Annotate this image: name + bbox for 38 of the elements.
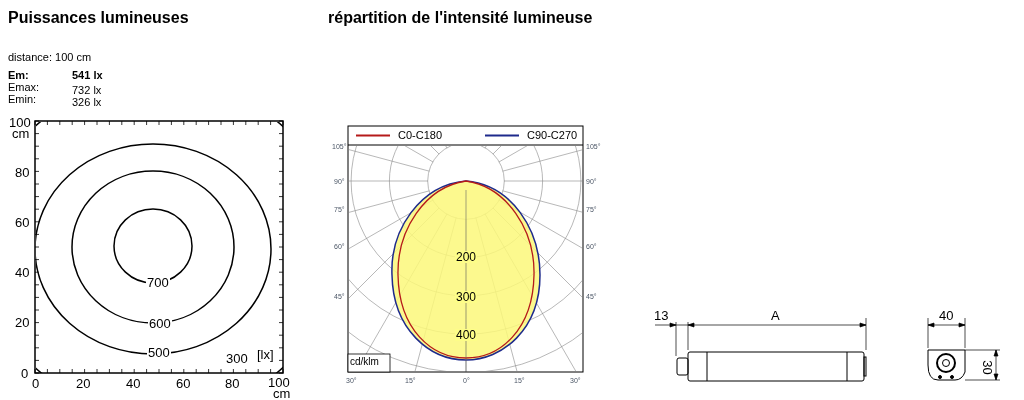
contour-label: 600 [148,317,172,330]
axis-tick: 60 [15,216,30,229]
intensity-label: 400 [455,329,478,341]
axis-tick: 0 [21,367,29,380]
axis-tick: 20 [15,316,30,329]
axis-tick: 80 [15,166,30,179]
unit-label: cd/klm [350,357,379,367]
stat-label: Em: [8,70,29,81]
stat-value: 732 lx [72,85,102,96]
axis-tick: 40 [15,266,30,279]
axis-tick: 60 [176,377,191,390]
contour-label: 300 [226,352,248,365]
dimension-label: 30 [980,360,994,375]
stat-label: Emin: [8,94,37,105]
axis-unit: cm [12,127,30,140]
axis-tick: 100 [9,116,31,129]
axis-tick: 0 [32,377,40,390]
legend-label: C0-C180 [398,130,443,141]
dimension-label: 13 [654,309,669,322]
axis-tick: 40 [126,377,141,390]
intensity-label: 200 [455,251,478,263]
axis-tick: 80 [225,377,240,390]
contour-label: 700 [146,276,170,289]
stat-value: 326 lx [72,97,102,108]
unit-label: [lx] [257,348,274,361]
heading: Puissances lumineuses [8,8,189,28]
stat-value: 541 lx [72,70,103,81]
axis-tick: 20 [76,377,91,390]
heading: répartition de l'intensité lumineuse [328,8,593,28]
dimension-label: A [771,309,780,322]
intensity-label: 300 [455,291,478,303]
legend-label: C90-C270 [527,130,578,141]
stat-label: Emax: [8,82,40,93]
axis-tick: 100 [268,376,290,389]
contour-label: 500 [147,346,171,359]
distance-note: distance: 100 cm [8,52,92,63]
axis-unit: cm [273,387,291,400]
dimension-label: 40 [939,309,954,322]
